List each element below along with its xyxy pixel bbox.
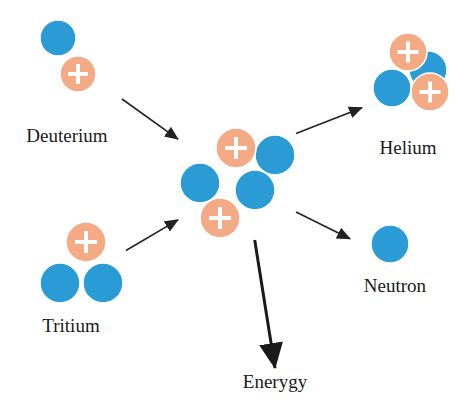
particle-name: Neutron bbox=[350, 274, 440, 298]
plus-sign bbox=[209, 207, 231, 229]
neutron bbox=[255, 135, 295, 175]
reaction-arrow bbox=[296, 108, 362, 134]
neutron bbox=[83, 263, 123, 303]
atom-group: Helium bbox=[362, 28, 454, 163]
neutron bbox=[40, 20, 76, 56]
plus-sign bbox=[398, 42, 419, 63]
reaction-arrow bbox=[122, 99, 178, 139]
energy-label-box: Enerygy bbox=[226, 368, 324, 398]
proton bbox=[60, 56, 96, 92]
reaction-arrow bbox=[126, 220, 178, 251]
atom-group: Neutron bbox=[350, 222, 440, 306]
proton bbox=[200, 198, 240, 238]
particle-name: Tritium bbox=[16, 314, 126, 338]
particle-name: Enerygy bbox=[226, 370, 324, 394]
neutron bbox=[373, 69, 411, 107]
proton bbox=[389, 33, 427, 71]
neutron bbox=[235, 170, 275, 210]
plus-sign bbox=[420, 82, 441, 103]
particle-illustration bbox=[178, 128, 296, 240]
atom-group: Tritium bbox=[16, 220, 126, 342]
atom-group: Deuterium bbox=[12, 18, 122, 153]
neutron bbox=[371, 225, 409, 263]
particle-name: Deuterium bbox=[12, 124, 122, 148]
reaction-arrow bbox=[296, 212, 350, 239]
neutron bbox=[40, 263, 80, 303]
neutron bbox=[180, 163, 220, 203]
plus-sign bbox=[68, 64, 88, 84]
plus-sign bbox=[75, 231, 97, 253]
plus-sign bbox=[225, 137, 247, 159]
fusion-cluster bbox=[178, 128, 296, 240]
proton bbox=[216, 128, 256, 168]
proton bbox=[66, 222, 106, 262]
proton bbox=[411, 73, 449, 111]
energy-arrow bbox=[255, 240, 275, 368]
particle-name: Helium bbox=[362, 136, 454, 160]
